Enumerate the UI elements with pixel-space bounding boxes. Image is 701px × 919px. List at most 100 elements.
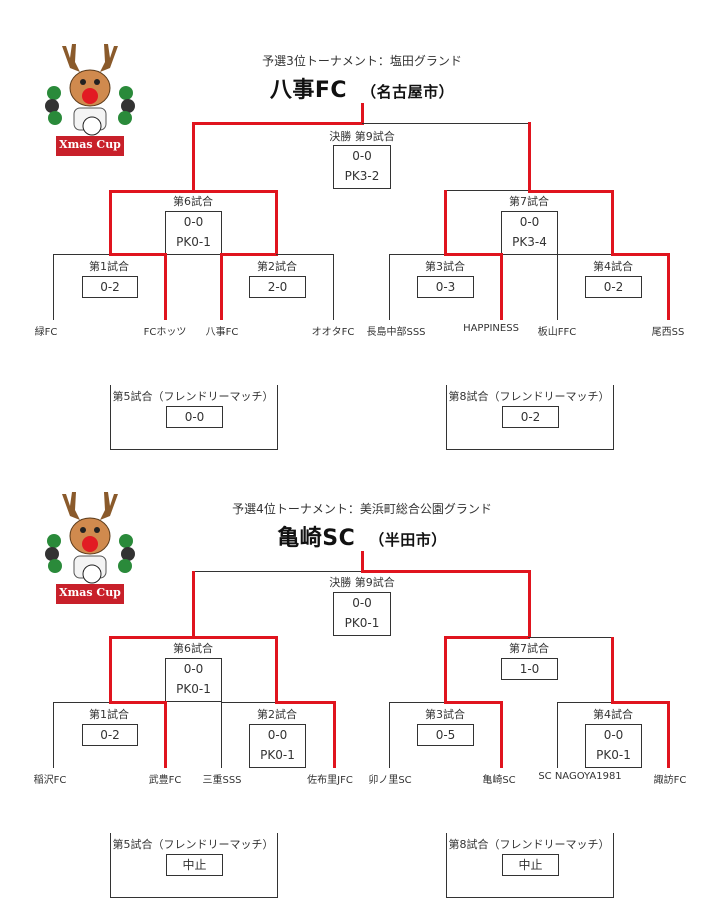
m1-label: 第1試合 <box>89 708 129 721</box>
m6-label: 第6試合 <box>173 195 213 208</box>
m6-right-drop <box>275 190 278 254</box>
team-4-drop <box>333 701 336 768</box>
champion-line <box>361 551 364 572</box>
m7-line-right <box>528 190 613 193</box>
m4-line <box>557 254 613 255</box>
team-3-drop <box>221 702 222 768</box>
m6-left-drop <box>109 636 112 702</box>
m1-score: 0-2 <box>100 280 120 294</box>
champion-city: （半田市） <box>369 531 447 549</box>
m6-score: 0-0 <box>183 662 204 676</box>
m6-score-box: 0-0 PK0-1 <box>165 211 222 255</box>
m5-score-box: 中止 <box>166 854 223 876</box>
m8-score: 中止 <box>518 858 543 872</box>
m8-score-box: 中止 <box>502 854 559 876</box>
m7-line-right <box>528 637 613 638</box>
m3-score: 0-3 <box>435 280 456 294</box>
m5-score: 0-0 <box>184 410 205 424</box>
champion-team: 亀崎SC <box>277 526 356 551</box>
m6-label: 第6試合 <box>173 642 213 655</box>
final-score: 0-0 <box>352 149 372 163</box>
m2-score-box: 0-0 PK0-1 <box>249 724 306 768</box>
m7-score-box: 1-0 <box>501 658 558 680</box>
team-3-drop <box>220 253 223 320</box>
m7-label: 第7試合 <box>509 195 549 208</box>
m7-left-drop <box>444 636 447 702</box>
final-score-box: 0-0 PK3-2 <box>333 145 391 189</box>
m1-red-line <box>109 701 167 704</box>
final-line-right <box>362 123 530 124</box>
m6-score-box: 0-0 PK0-1 <box>165 658 222 702</box>
m1-score-box: 0-2 <box>82 276 138 298</box>
team-1-drop <box>53 702 54 768</box>
final-score: 0-0 <box>352 596 372 610</box>
m6-line-left <box>110 190 195 193</box>
m7-score: 1-0 <box>519 662 540 676</box>
m1-red-line <box>109 253 167 256</box>
team-7-drop <box>557 254 558 320</box>
team-7-drop <box>557 702 558 768</box>
m7-pk: PK3-4 <box>512 235 547 249</box>
m1-label: 第1試合 <box>89 260 129 273</box>
team-name: 尾西SS <box>651 327 685 338</box>
m4-red-line <box>611 701 669 704</box>
team-name: HAPPINESS <box>463 323 519 334</box>
m6-pk: PK0-1 <box>176 235 211 249</box>
m2-label: 第2試合 <box>257 260 297 273</box>
team-2-drop <box>164 253 167 320</box>
champion-team: 八事FC <box>269 78 348 103</box>
m5-label: 第5試合（フレンドリーマッチ） <box>112 390 274 403</box>
m2-red-line <box>220 253 278 256</box>
m3-label: 第3試合 <box>425 260 465 273</box>
tournament-section-1: Xmas Cup 予選3位トーナメント：塩田グランド 八事FC（名古屋市） 決勝… <box>0 0 701 450</box>
m3-score: 0-5 <box>435 728 456 742</box>
team-4-drop <box>333 254 334 320</box>
team-8-drop <box>667 253 670 320</box>
m7-right-drop <box>611 637 614 702</box>
m6-pk: PK0-1 <box>176 682 211 696</box>
m8-label: 第8試合（フレンドリーマッチ） <box>448 838 610 851</box>
friendly-bracket-5 <box>110 385 278 450</box>
final-label: 決勝 第9試合 <box>329 130 395 143</box>
m6-right-drop <box>275 636 278 702</box>
m8-score: 0-2 <box>520 410 541 424</box>
team-name: 三重SSS <box>202 775 242 786</box>
champion-title: 亀崎SC （半田市） <box>277 520 447 552</box>
m4-score: 0-0 <box>603 728 624 742</box>
m4-label: 第4試合 <box>593 708 633 721</box>
final-pk: PK0-1 <box>344 616 380 630</box>
friendly-bracket-8 <box>446 833 614 898</box>
m7-line-left <box>445 636 530 639</box>
m6-line-right <box>192 636 277 639</box>
m6-line-left <box>110 636 195 639</box>
logo-caption: Xmas Cup <box>59 586 121 599</box>
m7-right-drop <box>611 190 614 254</box>
m2-red-line <box>275 701 335 704</box>
final-score-box: 0-0 PK0-1 <box>333 592 391 636</box>
m2-label: 第2試合 <box>257 708 297 721</box>
reindeer-mascot-icon <box>45 492 135 604</box>
team-name: 八事FC <box>205 327 239 338</box>
team-name: 諏訪FC <box>653 775 687 786</box>
m1-score: 0-2 <box>100 728 120 742</box>
tournament-section-2: Xmas Cup 予選4位トーナメント：美浜町総合公園グランド 亀崎SC （半田市… <box>0 450 701 900</box>
m2-line <box>221 702 277 703</box>
final-line-left <box>193 571 363 572</box>
m6-score: 0-0 <box>183 215 204 229</box>
m4-pk: PK0-1 <box>596 748 631 762</box>
tournament-subtitle: 予選4位トーナメント：美浜町総合公園グランド <box>232 502 492 516</box>
team-1-drop <box>53 254 54 320</box>
champion-line <box>361 103 364 124</box>
m3-red-line <box>444 253 502 256</box>
m6-left-drop <box>109 190 112 254</box>
xmas-cup-logo: Xmas Cup <box>40 38 140 163</box>
semi-right-drop <box>528 570 531 638</box>
final-pk: PK3-2 <box>344 169 380 183</box>
team-name: 稲沢FC <box>33 775 67 786</box>
m7-score: 0-0 <box>519 215 540 229</box>
final-line-right <box>361 570 531 573</box>
team-5-drop <box>389 254 390 320</box>
m2-score-box: 2-0 <box>249 276 306 298</box>
m8-score-box: 0-2 <box>502 406 559 428</box>
team-5-drop <box>389 702 390 768</box>
